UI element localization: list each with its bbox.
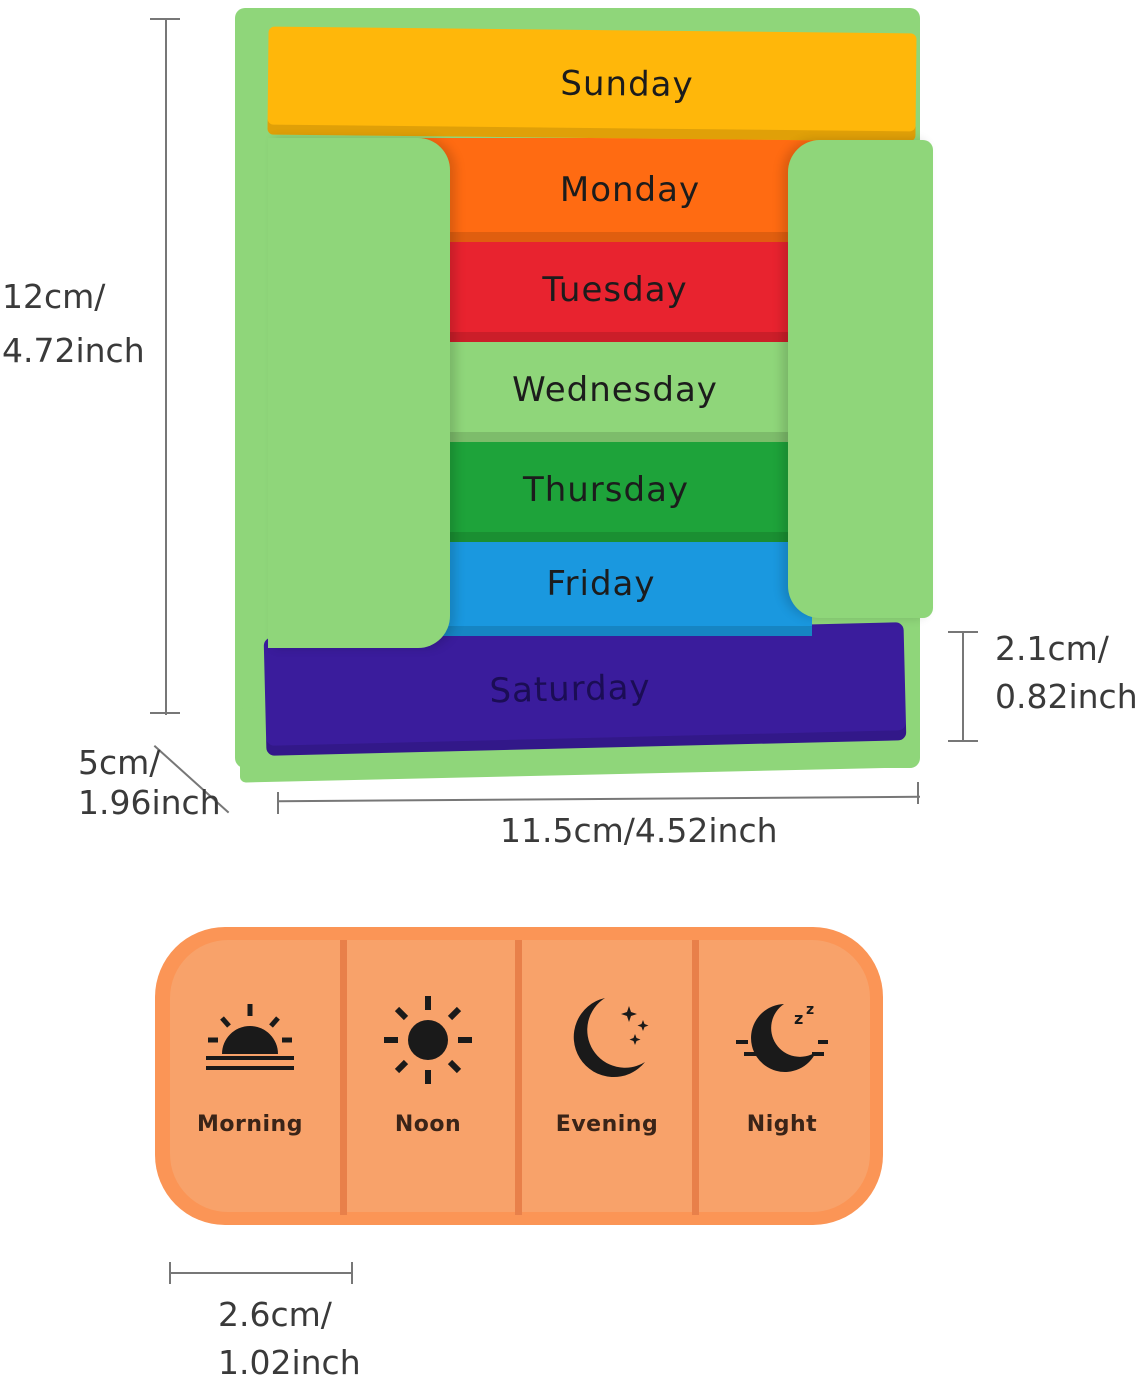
height-dimension-tick-bottom	[150, 712, 180, 714]
compartment-label-morning: Morning	[197, 1112, 303, 1137]
tray-height-label-cm: 2.1cm/	[995, 629, 1109, 668]
compartment-divider-2	[515, 940, 522, 1215]
compartment-label-noon: Noon	[394, 1112, 462, 1137]
compartment-noon: Noon	[343, 990, 513, 1160]
tray-label-saturday: Saturday	[488, 667, 652, 712]
compartment-label-evening: Evening	[555, 1112, 659, 1137]
tray-sunday: Sunday	[267, 26, 917, 142]
compartment-label-night: Night	[746, 1112, 818, 1137]
svg-text:z: z	[806, 1002, 814, 1018]
compartment-width-label-cm: 2.6cm/	[218, 1295, 332, 1334]
tray-label-wednesday: Wednesday	[512, 370, 718, 410]
compartment-evening: Evening	[522, 990, 692, 1160]
depth-label-inch: 1.96inch	[78, 783, 221, 822]
tray-height-dimension-line	[962, 632, 964, 742]
compartment-width-tick-right	[351, 1262, 353, 1284]
holder-side-panel-right	[788, 140, 933, 618]
tray-height-tick-top	[948, 631, 978, 633]
tray-label-monday: Monday	[559, 170, 701, 210]
moon-sleep-icon: z z	[736, 1002, 828, 1072]
tray-label-sunday: Sunday	[560, 63, 694, 106]
height-label-cm: 12cm/	[2, 277, 106, 316]
width-dimension-tick-left	[277, 792, 279, 814]
width-dimension-tick-right	[917, 782, 919, 804]
compartment-divider-3	[692, 940, 699, 1215]
tray-label-thursday: Thursday	[522, 470, 690, 510]
tray-height-tick-bottom	[948, 740, 978, 742]
width-dimension-line	[278, 795, 920, 803]
compartment-width-dimension-line	[170, 1272, 352, 1274]
compartment-morning: Morning	[165, 990, 335, 1160]
height-label-inch: 4.72inch	[2, 331, 145, 370]
sun-icon	[384, 996, 472, 1084]
width-label: 11.5cm/4.52inch	[500, 811, 778, 850]
tray-label-tuesday: Tuesday	[542, 270, 688, 310]
tray-height-label-inch: 0.82inch	[995, 677, 1138, 716]
compartment-width-tick-left	[169, 1262, 171, 1284]
compartment-night: z z Night	[697, 990, 867, 1160]
tray-label-friday: Friday	[546, 564, 656, 604]
height-dimension-line	[165, 20, 167, 715]
compartment-width-label-inch: 1.02inch	[218, 1343, 361, 1382]
moon-stars-icon	[573, 998, 649, 1078]
height-dimension-tick-top	[150, 18, 180, 20]
holder-side-panel-left	[268, 138, 450, 648]
svg-text:z: z	[794, 1009, 803, 1028]
depth-label-cm: 5cm/	[78, 743, 161, 782]
sunrise-icon	[206, 1004, 294, 1070]
compartment-divider-1	[340, 940, 347, 1215]
